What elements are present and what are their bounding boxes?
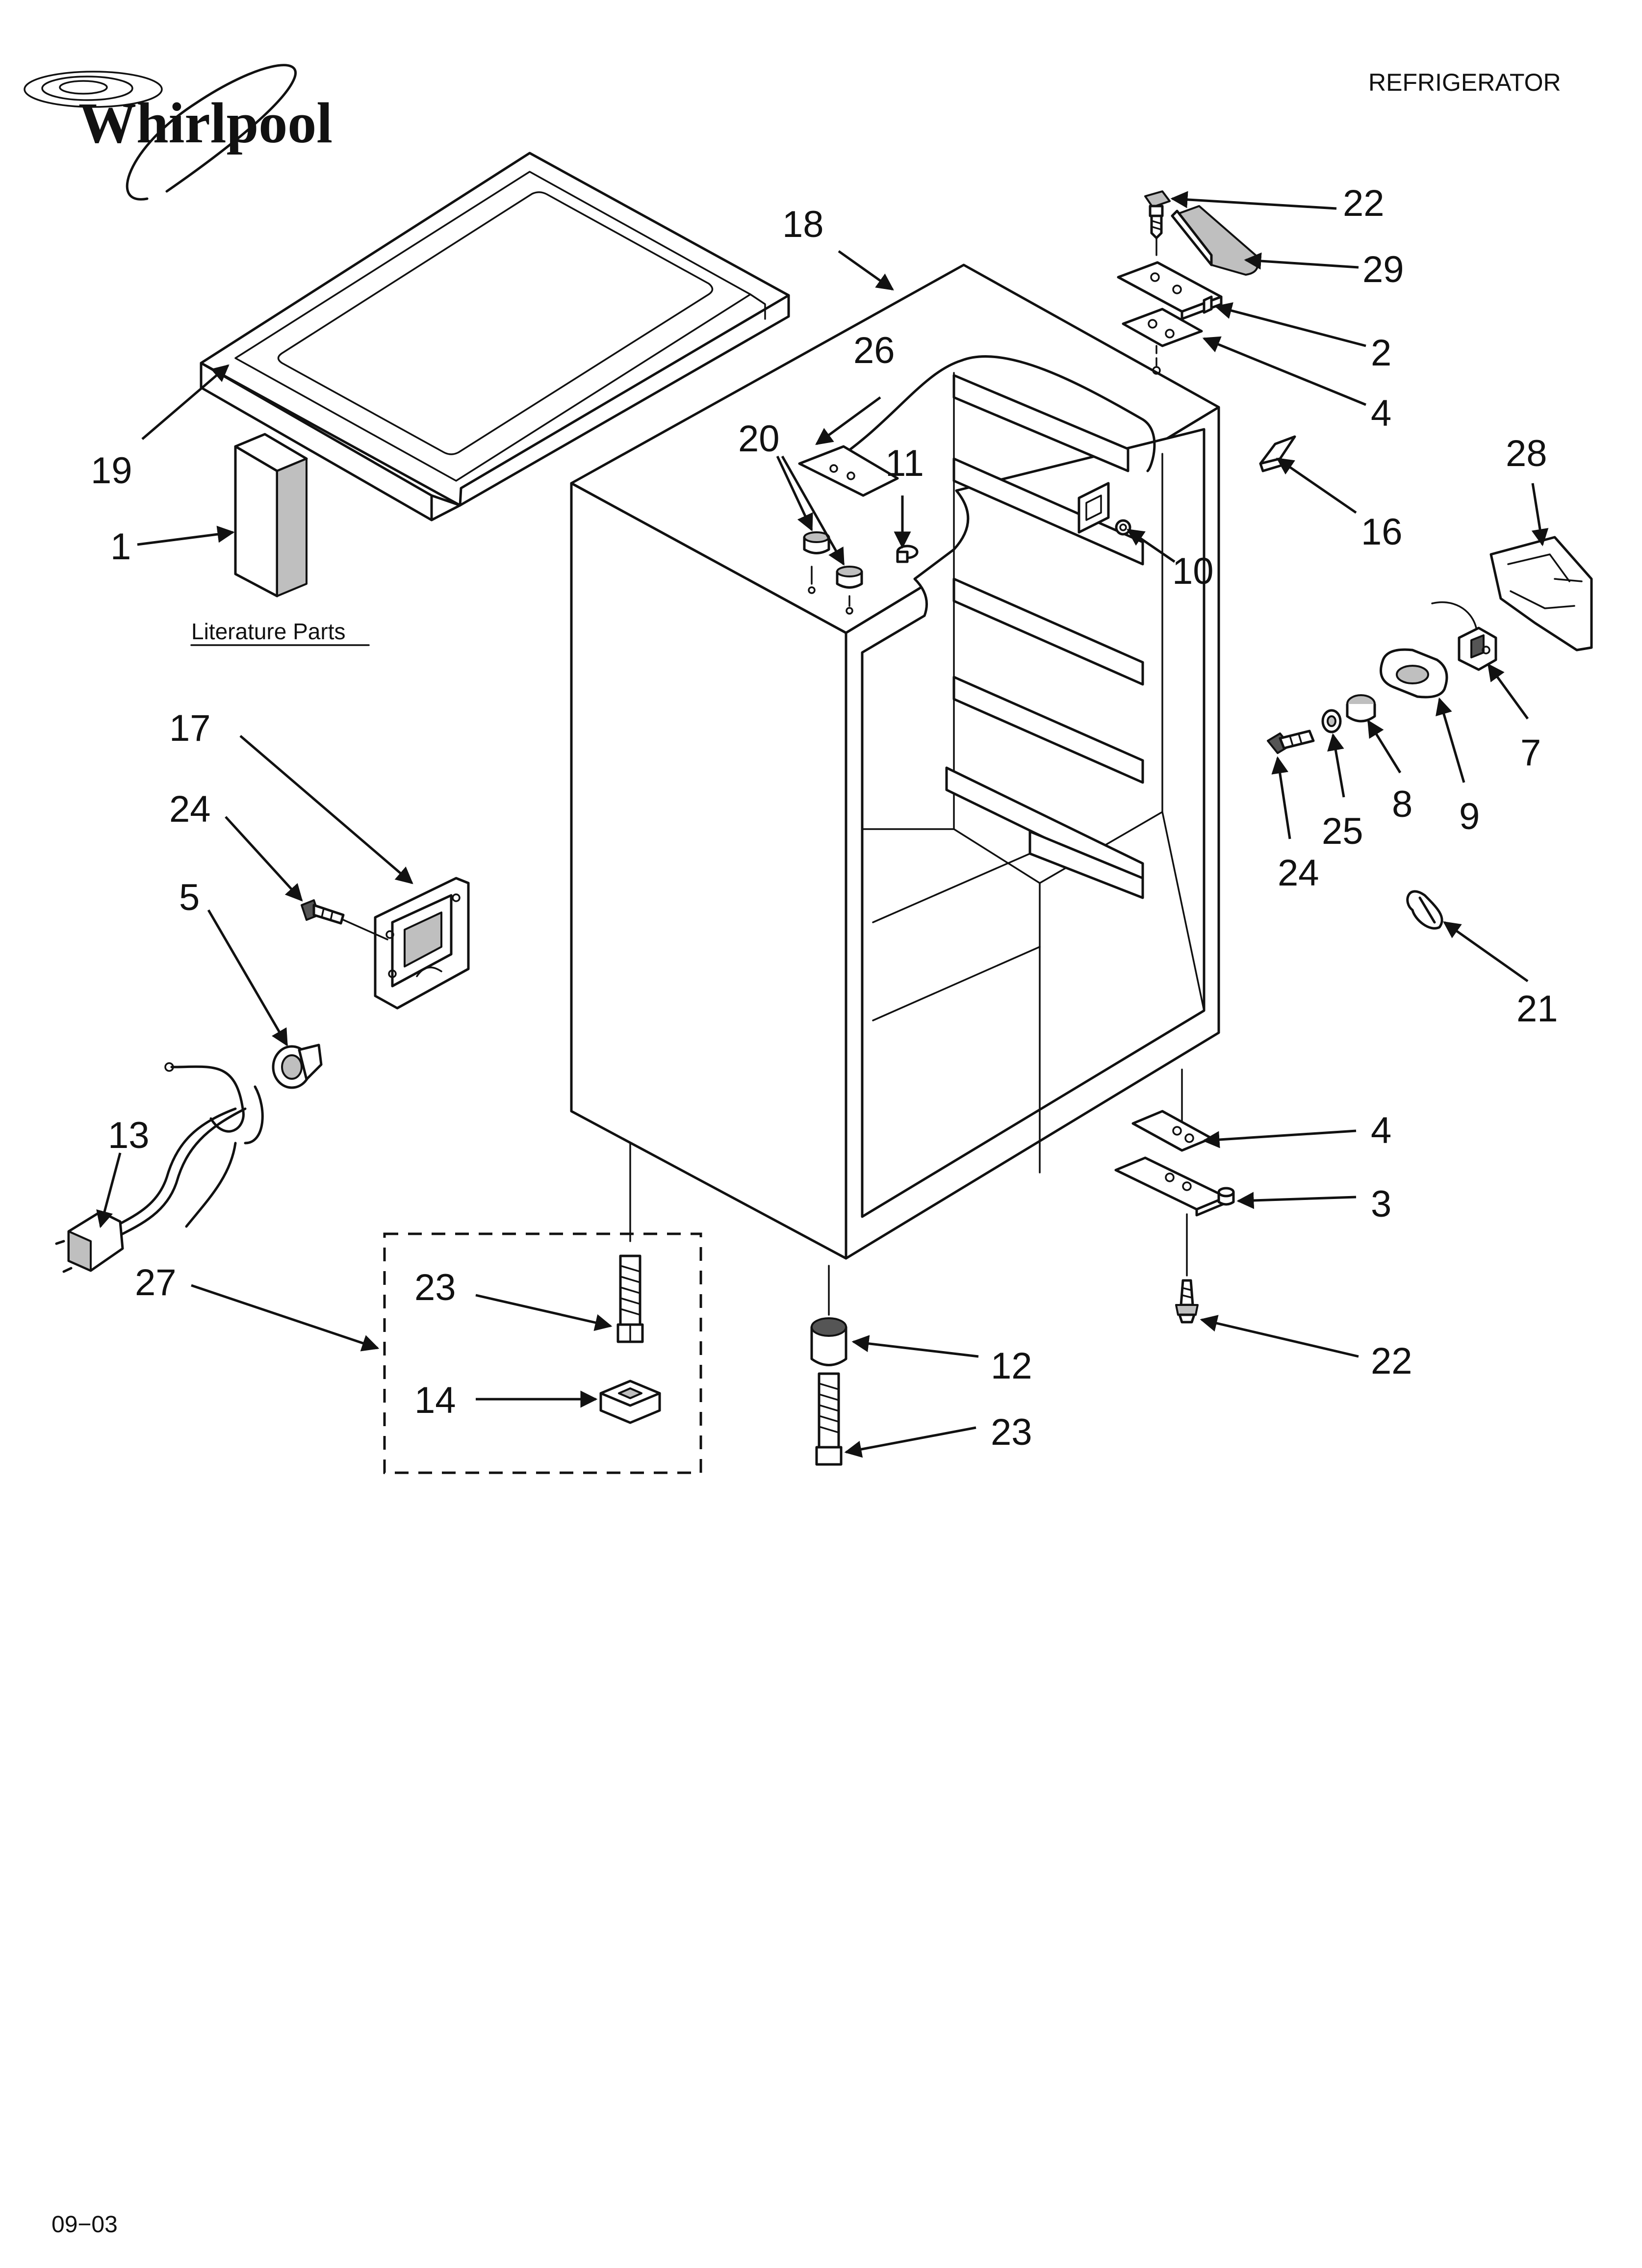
part-1-literature bbox=[234, 433, 308, 598]
part-14-nut bbox=[599, 1380, 661, 1424]
part-7-thermostat bbox=[1431, 601, 1497, 671]
callout-21: 21 bbox=[1516, 988, 1558, 1030]
callout-22-top: 22 bbox=[1343, 182, 1385, 224]
callout-16: 16 bbox=[1361, 511, 1403, 553]
callout-13: 13 bbox=[108, 1115, 150, 1156]
part-13-power-cord bbox=[55, 1062, 264, 1273]
callout-4-bottom: 4 bbox=[1371, 1110, 1391, 1151]
part-4-top-shim bbox=[1122, 308, 1203, 375]
callout-29: 29 bbox=[1362, 249, 1404, 290]
callout-11: 11 bbox=[885, 443, 924, 484]
callout-10: 10 bbox=[1172, 550, 1214, 592]
part-27-leveling-kit-box bbox=[383, 1232, 702, 1474]
part-23-right-leveling-leg bbox=[815, 1372, 843, 1466]
callout-28: 28 bbox=[1506, 433, 1547, 474]
part-9-knob-bezel bbox=[1380, 648, 1448, 699]
footer-code: 09−03 bbox=[51, 2212, 118, 2238]
part-19-top-cover bbox=[200, 152, 790, 521]
callout-18: 18 bbox=[782, 204, 824, 245]
part-12-spacer bbox=[810, 1317, 847, 1366]
callout-19: 19 bbox=[91, 450, 132, 492]
part-29-hinge-cover bbox=[1171, 205, 1259, 276]
part-8-knob bbox=[1346, 694, 1376, 723]
part-21-cord-clip bbox=[1406, 890, 1443, 930]
callout-24-left: 24 bbox=[169, 788, 211, 830]
part-3-bottom-hinge bbox=[1114, 1156, 1235, 1217]
callout-12: 12 bbox=[991, 1345, 1032, 1387]
callout-26: 26 bbox=[853, 330, 895, 371]
part-10-fastener bbox=[1115, 519, 1131, 536]
callout-25: 25 bbox=[1322, 810, 1363, 852]
part-4-bottom-shim bbox=[1131, 1069, 1213, 1152]
callout-24-right: 24 bbox=[1278, 852, 1319, 894]
callout-22-bottom: 22 bbox=[1371, 1340, 1412, 1382]
part-24-left-screw bbox=[301, 899, 388, 940]
callout-arrows bbox=[96, 191, 1549, 1458]
callout-3: 3 bbox=[1371, 1183, 1391, 1225]
callout-23-left: 23 bbox=[414, 1267, 456, 1308]
callout-9: 9 bbox=[1459, 796, 1480, 837]
part-17-bracket bbox=[374, 877, 470, 1010]
callout-1: 1 bbox=[110, 526, 131, 568]
callout-5: 5 bbox=[179, 877, 200, 918]
callout-27: 27 bbox=[135, 1262, 177, 1303]
section-title: REFRIGERATOR bbox=[1368, 69, 1561, 96]
part-26-hinge-plate bbox=[798, 445, 899, 497]
callout-4-top: 4 bbox=[1371, 392, 1391, 434]
part-22-bottom-screw bbox=[1175, 1213, 1199, 1324]
part-22-top-screw bbox=[1144, 190, 1171, 256]
callout-labels: 22 29 18 2 26 4 20 11 28 19 16 1 10 7 17… bbox=[91, 182, 1558, 1453]
callout-2: 2 bbox=[1371, 332, 1391, 374]
part-24-right-screw bbox=[1267, 730, 1315, 754]
callout-20: 20 bbox=[738, 418, 780, 460]
part-25-washer bbox=[1321, 709, 1342, 733]
callout-8: 8 bbox=[1392, 783, 1412, 825]
part-5-plug-socket bbox=[272, 1043, 323, 1089]
part-28-cover bbox=[1489, 536, 1593, 652]
part-18-cabinet bbox=[570, 263, 1220, 1260]
callout-17: 17 bbox=[169, 707, 211, 749]
part-2-hinge bbox=[1117, 261, 1223, 320]
part-23-left-leveling-leg bbox=[616, 1254, 644, 1343]
callout-7: 7 bbox=[1520, 732, 1541, 774]
whirlpool-logo: Whirlpool bbox=[24, 64, 333, 201]
part-20-plugs bbox=[803, 531, 863, 615]
brand-wordmark: Whirlpool bbox=[78, 91, 333, 155]
literature-label: Literature Parts bbox=[191, 619, 345, 644]
callout-14: 14 bbox=[414, 1380, 456, 1421]
callout-23-right: 23 bbox=[991, 1411, 1032, 1453]
